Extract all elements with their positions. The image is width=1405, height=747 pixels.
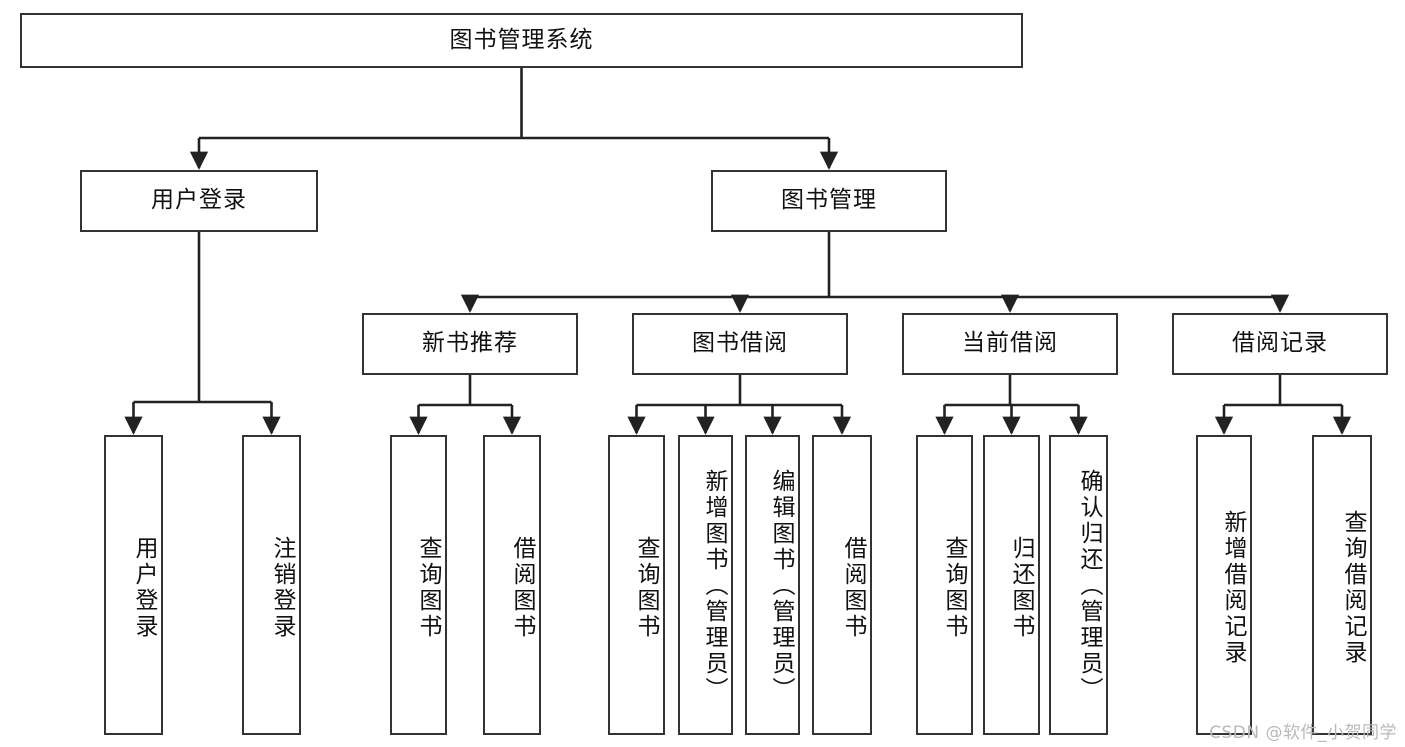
node-borrow-record[interactable]: 借阅记录 — [1172, 313, 1388, 375]
node-label: 新增借阅记录 — [1220, 510, 1246, 666]
node-label: 编辑图书（管理员） — [768, 469, 794, 703]
node-label: 查询图书 — [415, 536, 441, 640]
node-root[interactable]: 图书管理系统 — [20, 13, 1023, 68]
node-label: 图书管理系统 — [449, 26, 594, 53]
node-label: 注销登录 — [269, 536, 295, 640]
node-leaf-user-login[interactable]: 用户登录 — [104, 435, 163, 735]
node-leaf-borrow-book-rec[interactable]: 借阅图书 — [483, 435, 541, 735]
node-label: 查询图书 — [633, 536, 659, 640]
node-leaf-query-book-borrow[interactable]: 查询图书 — [608, 435, 665, 735]
node-label: 用户登录 — [151, 187, 247, 214]
node-label: 借阅记录 — [1232, 330, 1328, 357]
node-label: 新书推荐 — [422, 330, 518, 357]
node-leaf-add-record[interactable]: 新增借阅记录 — [1196, 435, 1252, 735]
node-label: 借阅图书 — [509, 536, 535, 640]
csdn-watermark: CSDN @软件_小贺同学 — [1209, 723, 1397, 743]
node-leaf-return-book[interactable]: 归还图书 — [983, 435, 1040, 735]
node-user-login[interactable]: 用户登录 — [80, 170, 318, 232]
node-leaf-confirm-return[interactable]: 确认归还（管理员） — [1049, 435, 1108, 735]
node-label: 确认归还（管理员） — [1076, 469, 1102, 703]
node-label: 图书管理 — [781, 187, 877, 214]
node-book-borrow[interactable]: 图书借阅 — [632, 313, 848, 375]
node-current-borrow[interactable]: 当前借阅 — [902, 313, 1118, 375]
node-label: 当前借阅 — [962, 330, 1058, 357]
node-new-book-rec[interactable]: 新书推荐 — [362, 313, 578, 375]
node-leaf-query-record[interactable]: 查询借阅记录 — [1312, 435, 1372, 735]
node-label: 新增图书（管理员） — [701, 469, 727, 703]
node-leaf-logout[interactable]: 注销登录 — [242, 435, 301, 735]
node-label: 查询借阅记录 — [1340, 510, 1366, 666]
node-leaf-borrow-book[interactable]: 借阅图书 — [812, 435, 872, 735]
node-label: 用户登录 — [131, 536, 157, 640]
node-label: 查询图书 — [941, 536, 967, 640]
node-leaf-edit-book[interactable]: 编辑图书（管理员） — [745, 435, 800, 735]
node-book-manage[interactable]: 图书管理 — [711, 170, 947, 232]
node-label: 图书借阅 — [692, 330, 788, 357]
node-leaf-query-book-rec[interactable]: 查询图书 — [390, 435, 447, 735]
node-leaf-add-book[interactable]: 新增图书（管理员） — [678, 435, 733, 735]
node-leaf-query-book-cur[interactable]: 查询图书 — [916, 435, 973, 735]
node-label: 借阅图书 — [840, 536, 866, 640]
node-label: 归还图书 — [1008, 536, 1034, 640]
